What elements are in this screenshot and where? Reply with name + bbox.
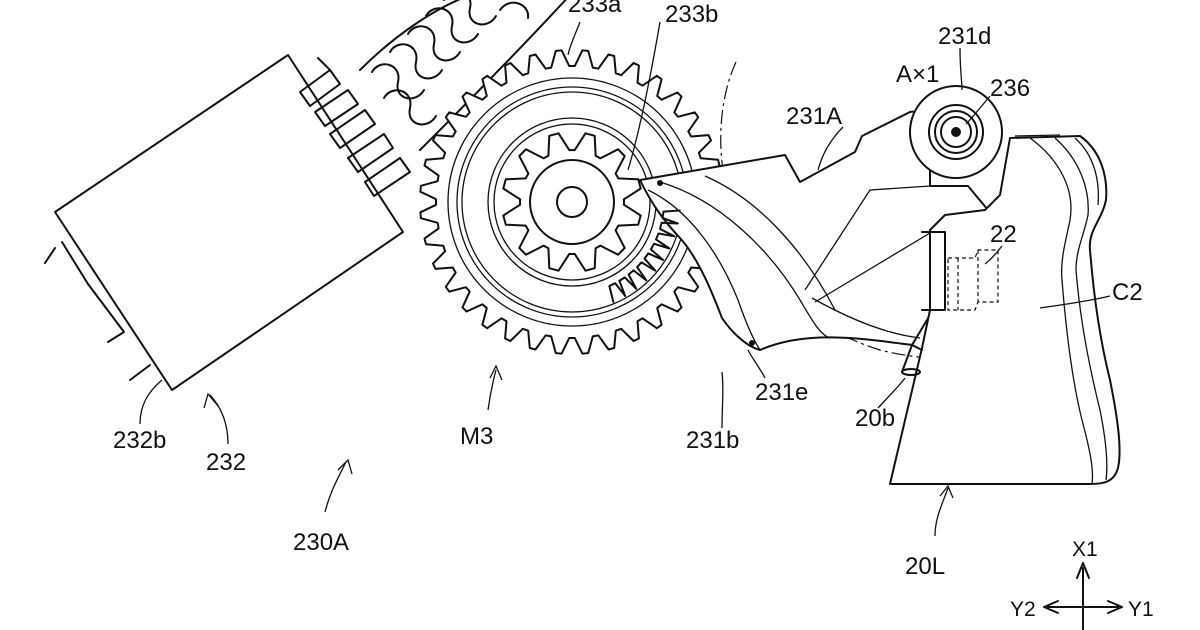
coordinate-axes [1043, 562, 1123, 630]
leader-231e [747, 349, 766, 379]
axis-arrow-x1 [1076, 562, 1090, 579]
worm-thread-1 [371, 63, 425, 100]
arrow-20L [939, 484, 954, 499]
label-C2: C2 [1112, 279, 1143, 306]
sector-inner-edge [647, 189, 761, 351]
leader-231b [721, 371, 724, 429]
axis-arrow-y1 [1107, 600, 1123, 614]
label-232: 232 [206, 449, 246, 476]
leader-233b [627, 21, 661, 171]
pinion-teeth [502, 132, 642, 272]
leader-230A [324, 461, 347, 513]
leader-232b [139, 379, 163, 425]
worm-thread-7 [499, 1, 530, 19]
label-Y1: Y1 [1128, 598, 1154, 621]
housing-inner-edge-3 [1074, 137, 1100, 206]
label-236: 236 [990, 75, 1030, 102]
bracket-3 [329, 109, 376, 149]
housing-20L [889, 134, 1121, 485]
sector-curve-2 [704, 175, 836, 311]
label-230A: 230A [293, 529, 349, 556]
leader-236 [965, 95, 991, 125]
label-232b: 232b [113, 427, 166, 454]
leader-231A [817, 126, 844, 171]
label-233b: 233b [665, 1, 718, 28]
axis-ax1-dot [951, 127, 961, 137]
shaft-236 [909, 85, 1003, 179]
label-231d: 231d [938, 23, 991, 50]
motor-terminal-upper [44, 247, 56, 264]
arrow-232 [203, 392, 219, 409]
leader-22 [984, 245, 1003, 265]
motor-232 [44, 54, 411, 391]
notch-20b-edge [901, 344, 923, 373]
leader-20b [877, 377, 906, 409]
bracket-1 [299, 69, 341, 107]
housing-inner-edge-2 [1054, 137, 1108, 481]
housing-inner-edge-1 [1029, 137, 1094, 485]
axis-arrow-y2 [1043, 600, 1059, 614]
label-233a: 233a [568, 0, 622, 18]
leader-232 [209, 394, 229, 445]
label-M3: M3 [460, 423, 493, 450]
sector-rib [804, 185, 931, 291]
bracket-stub [317, 57, 331, 71]
worm-thread-6 [383, 89, 437, 126]
bracket-5 [364, 157, 411, 197]
pinion-bore [556, 186, 588, 218]
reference-labels: 233b 233a 231d A×1 236 231A 22 C2 231e 2… [113, 0, 1154, 621]
label-20L: 20L [905, 553, 945, 580]
motor-terminal-bracket [87, 283, 125, 343]
leader-231d [959, 47, 963, 91]
label-231b: 231b [686, 427, 739, 454]
leader-233a [567, 21, 581, 56]
worm-edge-a [359, 0, 461, 71]
leader-lines [139, 21, 1111, 537]
worm-thread-3 [407, 25, 461, 62]
leader-C2 [1039, 295, 1111, 309]
sector-rib-2 [814, 229, 936, 303]
bracket-2 [314, 89, 359, 127]
label-Y2: Y2 [1010, 598, 1036, 621]
sector-pin-2 [749, 340, 755, 346]
label-22: 22 [990, 221, 1017, 248]
worm-thread-4 [425, 7, 479, 44]
arrow-M3 [489, 364, 503, 381]
bracket-4 [347, 133, 394, 173]
sector-curve-1 [659, 181, 831, 339]
sector-pin-1 [657, 180, 663, 186]
shaft-ring-outer [928, 104, 984, 160]
label-X1: X1 [1072, 538, 1098, 561]
shaft-ring-inner [940, 116, 972, 148]
sector-edge-arc [811, 297, 921, 339]
leader-M3 [487, 369, 497, 411]
hidden-part-22 [947, 249, 999, 311]
label-231e: 231e [755, 379, 808, 406]
label-20b: 20b [855, 405, 895, 432]
housing-top-line [1014, 134, 1061, 137]
pinion-233b [502, 132, 642, 272]
shaft-ring-mid [934, 110, 978, 154]
motor-housing [54, 54, 404, 391]
label-ax1: A×1 [896, 61, 939, 88]
housing-outline [889, 135, 1121, 485]
motor-tab [61, 241, 89, 285]
pinion-hub [529, 159, 615, 245]
motor-terminal-lower [129, 364, 151, 381]
worm-thread-2 [389, 43, 443, 80]
wheel-ring-hub-outer [493, 123, 651, 281]
arrow-230A [337, 458, 353, 475]
bracket-22 [921, 231, 946, 311]
worm-thread-5 [443, 0, 497, 26]
label-231A: 231A [786, 103, 842, 130]
sector-teeth [608, 209, 681, 303]
leader-20L [934, 487, 949, 537]
